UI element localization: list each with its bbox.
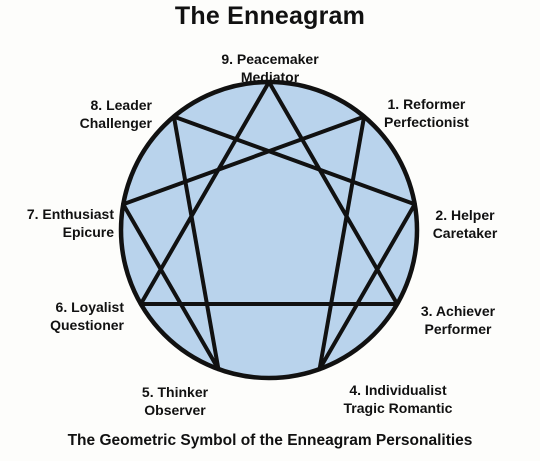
point-9-name: 9. Peacemaker: [221, 51, 319, 67]
hexad-line-7-1: [121, 114, 367, 207]
point-1-name: 1. Reformer: [387, 96, 466, 112]
point-4-name: 4. Individualist: [349, 382, 447, 398]
point-4-role: Tragic Romantic: [343, 400, 453, 416]
point-8-name: 8. Leader: [90, 97, 152, 113]
point-2-role: Caretaker: [432, 225, 498, 241]
point-6-label: 6. Loyalist Questioner: [22, 298, 124, 334]
triangle-line-9-3: [267, 80, 400, 306]
point-5-role: Observer: [144, 402, 206, 418]
point-2-label: 2. Helper Caretaker: [418, 206, 512, 242]
hexad-line-4-2: [317, 202, 417, 372]
point-5-label: 5. Thinker Observer: [130, 383, 220, 419]
point-7-role: Epicure: [62, 224, 114, 240]
point-7-label: 7. Enthusiast Epicure: [4, 205, 114, 241]
point-7-name: 7. Enthusiast: [26, 206, 114, 222]
hexad-line-8-5: [171, 114, 221, 372]
triangle-line-6-9: [138, 80, 271, 306]
page-subtitle: The Geometric Symbol of the Enneagram Pe…: [67, 432, 473, 449]
point-5-name: 5. Thinker: [141, 384, 209, 400]
point-6-role: Questioner: [50, 317, 124, 333]
point-3-name: 3. Achiever: [420, 303, 496, 319]
point-3-role: Performer: [424, 321, 492, 337]
point-8-label: 8. Leader Challenger: [58, 96, 152, 132]
point-1-label: 1. Reformer Perfectionist: [384, 95, 469, 131]
hexad-line-2-8: [171, 114, 417, 207]
point-4-label: 4. Individualist Tragic Romantic: [328, 381, 468, 417]
point-6-name: 6. Loyalist: [55, 299, 124, 315]
point-9-label: 9. Peacemaker Mediator: [200, 50, 340, 86]
point-2-name: 2. Helper: [435, 207, 495, 223]
hexad-line-1-4: [317, 114, 367, 372]
point-1-role: Perfectionist: [384, 114, 469, 130]
point-3-label: 3. Achiever Performer: [408, 302, 508, 338]
page-title: The Enneagram: [174, 2, 366, 30]
point-9-role: Mediator: [240, 69, 300, 85]
point-8-role: Challenger: [79, 115, 152, 131]
enneagram-lines: [121, 80, 417, 372]
hexad-line-5-7: [121, 202, 221, 372]
enneagram-circle: [118, 79, 420, 381]
